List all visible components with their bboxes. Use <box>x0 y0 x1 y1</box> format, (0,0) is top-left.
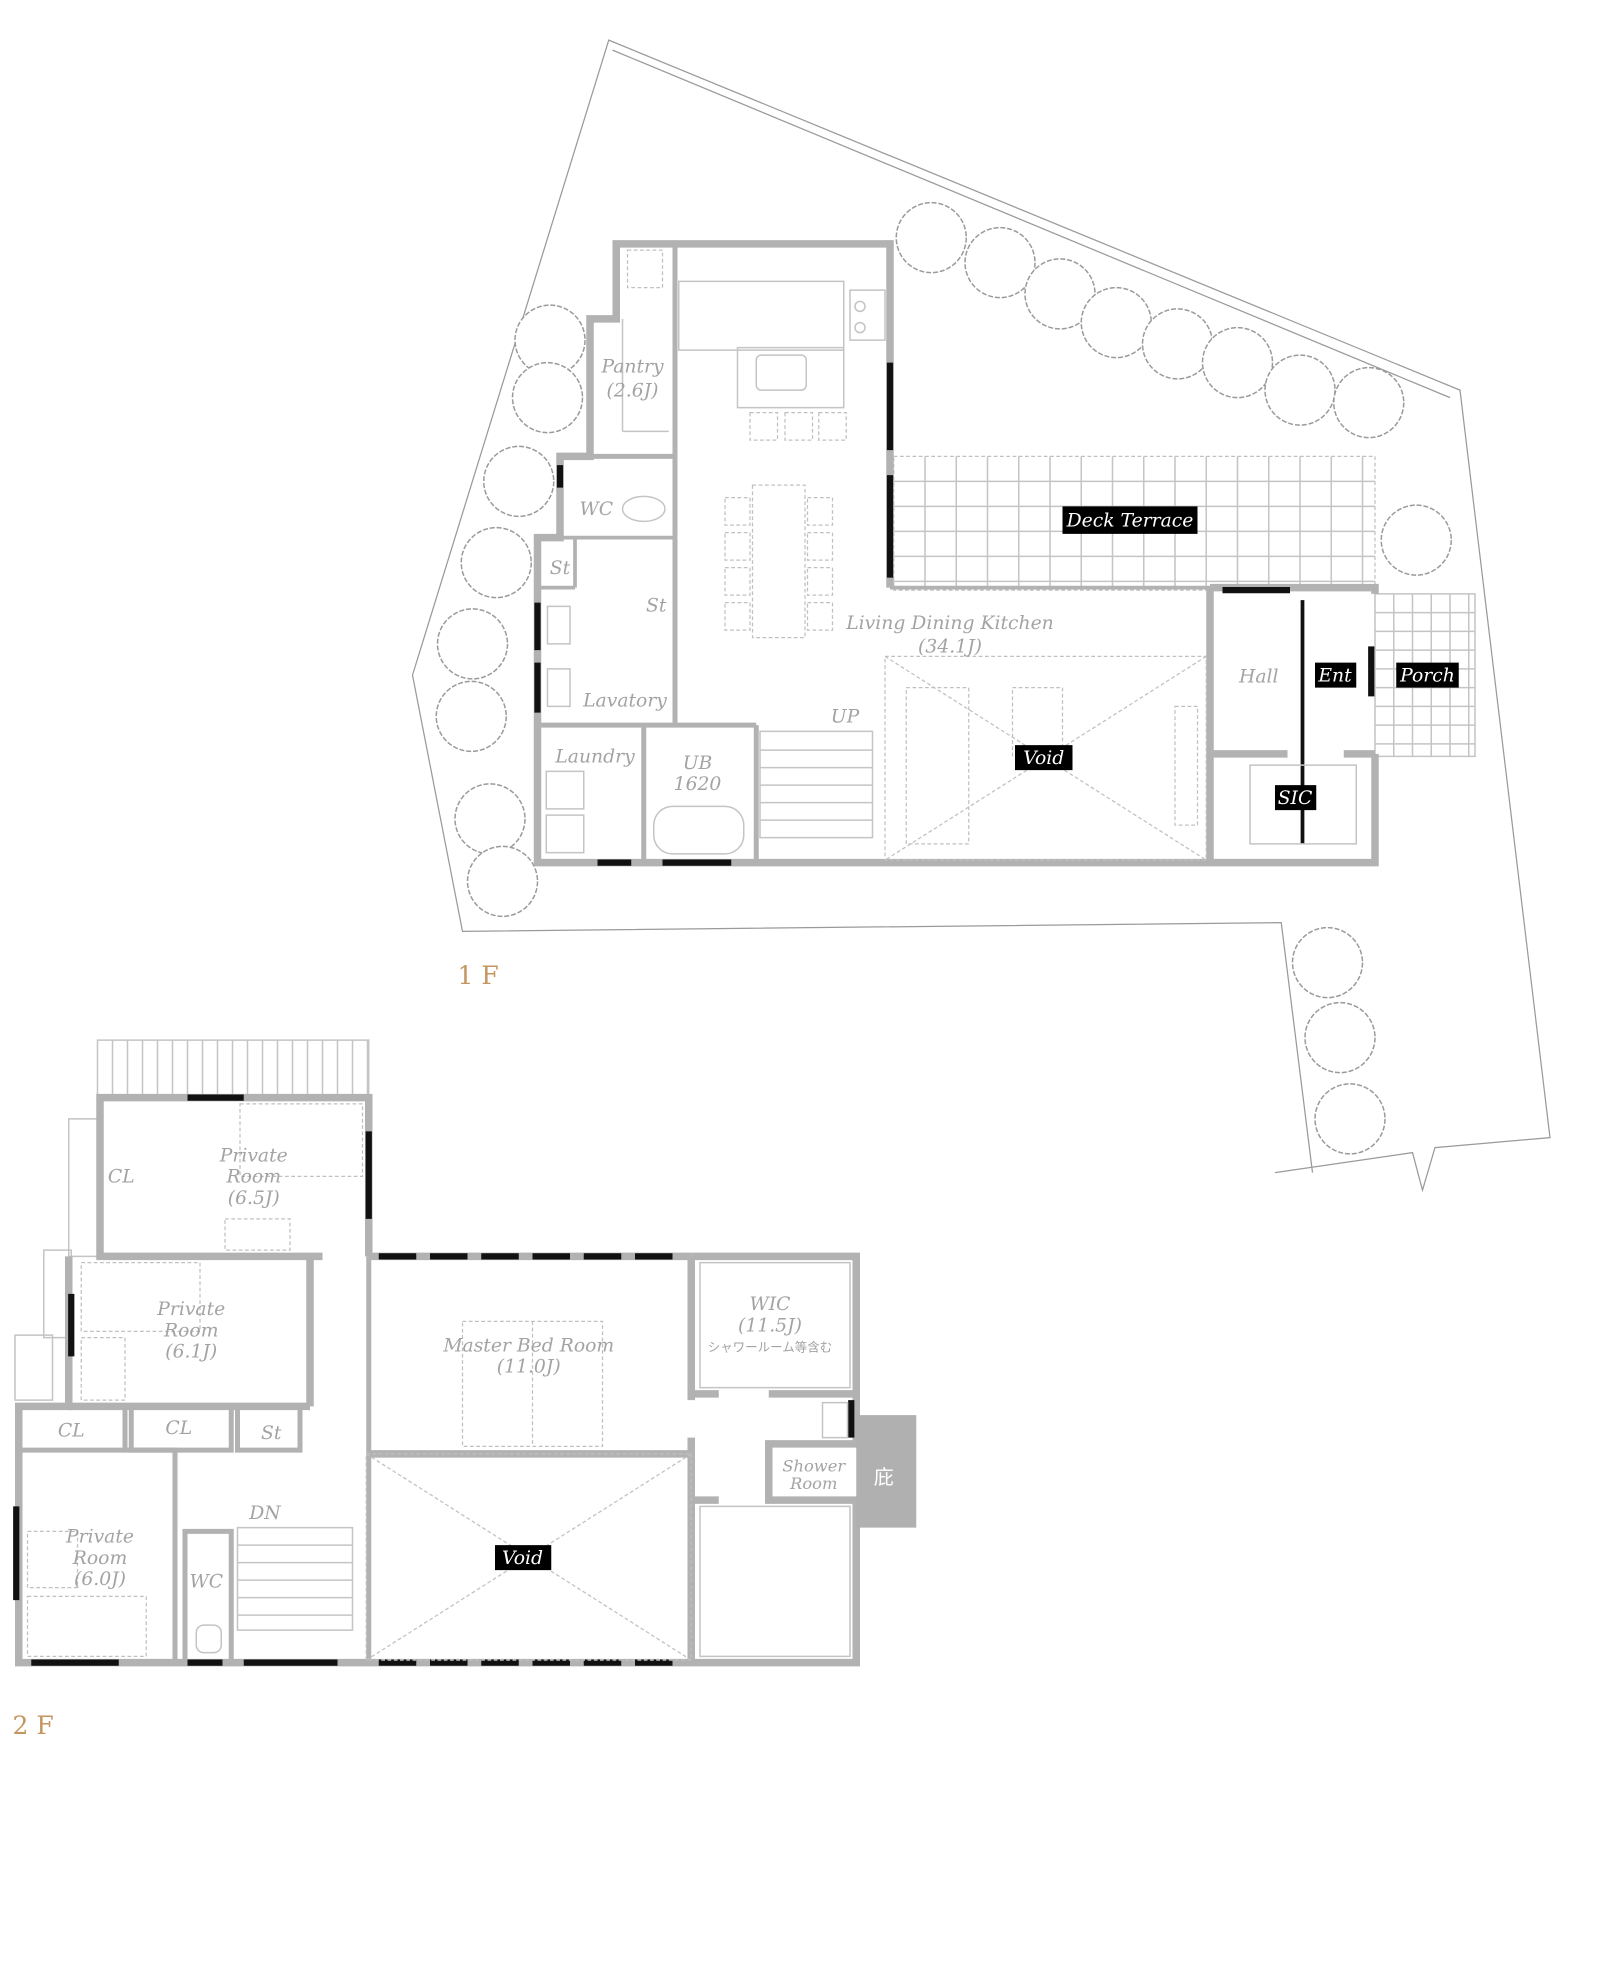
room-label-hall: Hall <box>1238 667 1279 688</box>
room-label-deck-terrace: Deck Terrace <box>1066 510 1194 531</box>
tree-icon <box>1080 286 1152 359</box>
room-label-closet: CL <box>108 1167 135 1188</box>
room-label-shower-room-line2: Room <box>789 1474 837 1493</box>
site-boundary <box>411 39 1551 1193</box>
room-label-closet-3: CL <box>165 1418 192 1439</box>
room-label-storage-2f: St <box>261 1423 282 1444</box>
tree-icon <box>1304 1001 1376 1074</box>
tree-icon <box>1024 258 1096 330</box>
room-label-laundry: Laundry <box>554 747 635 768</box>
room-label-wc: WC <box>579 499 613 520</box>
room-label-void-1f: Void <box>1023 748 1064 769</box>
room-size-ub: 1620 <box>674 774 722 795</box>
stairs-down-label: DN <box>248 1503 281 1524</box>
tree-icon <box>466 845 539 918</box>
tree-icon <box>895 201 967 274</box>
room-label-ldk: Living Dining Kitchen <box>845 613 1054 634</box>
tree-icon <box>964 226 1036 299</box>
tree-icon <box>1314 1083 1386 1155</box>
windows-2f <box>13 1094 855 1666</box>
room-size-master-bed-room: (11.0J) <box>497 1357 561 1378</box>
room-label-wc-2f: WC <box>189 1572 223 1593</box>
floor-label-1f: 1 F <box>458 961 499 990</box>
walls-2f <box>15 1093 860 1667</box>
tree-icon <box>460 526 532 599</box>
room-size-pantry: (2.6J) <box>607 380 659 401</box>
room-size-private-room-61: (6.1J) <box>165 1342 217 1363</box>
stairs-up-label: UP <box>831 707 860 728</box>
tree-icon <box>1380 504 1452 576</box>
labels-1f: Pantry (2.6J) WC St St Lavatory Laundry … <box>458 357 1459 990</box>
room-label-sic: SIC <box>1278 788 1313 809</box>
room-label-lavatory: Lavatory <box>582 690 667 711</box>
tree-icon <box>483 445 555 518</box>
room-size-wic: (11.5J) <box>738 1315 802 1336</box>
floor-label-2f: 2 F <box>13 1711 54 1740</box>
room-label-private-room-61-line1: Private <box>156 1299 225 1320</box>
room-label-private-room-65-line1: Private <box>219 1145 288 1166</box>
tree-icon <box>1291 926 1364 999</box>
room-size-private-room-60: (6.0J) <box>74 1569 126 1590</box>
furniture-2f <box>26 1103 851 1661</box>
stairs-2f <box>236 1526 354 1631</box>
tree-icon <box>454 783 526 855</box>
tree-icon <box>1201 326 1274 399</box>
wic-note: シャワールーム等含む <box>708 1339 833 1354</box>
room-label-storage: St <box>550 558 571 579</box>
tree-icon <box>435 680 507 753</box>
room-label-private-room-60-line1: Private <box>65 1527 134 1548</box>
room-label-storage-2: St <box>646 595 667 616</box>
tree-icon <box>1141 308 1214 380</box>
room-label-void-2f: Void <box>502 1548 543 1569</box>
labels-2f: CL Private Room (6.5J) Private Room (6.1… <box>13 1145 894 1739</box>
room-label-entrance: Ent <box>1317 665 1352 686</box>
windows-1f <box>534 362 1375 866</box>
eaves-label: 庇 <box>874 1465 894 1489</box>
tree-icon <box>1264 354 1336 426</box>
room-label-closet-2: CL <box>58 1420 85 1441</box>
room-label-wic: WIC <box>749 1294 790 1315</box>
room-size-private-room-65: (6.5J) <box>228 1188 280 1209</box>
eaves-block <box>856 1415 917 1528</box>
furniture-1f <box>545 249 1357 861</box>
tree-icon <box>436 608 509 680</box>
room-size-ldk: (34.1J) <box>918 637 982 658</box>
room-label-pantry: Pantry <box>600 357 664 378</box>
room-label-ub: UB <box>683 753 713 774</box>
tree-icon <box>1333 366 1405 439</box>
stairs-1f <box>759 730 874 839</box>
room-label-private-room-65-line2: Room <box>226 1167 281 1188</box>
room-label-shower-room-line1: Shower <box>782 1456 846 1475</box>
room-label-private-room-60-line2: Room <box>72 1548 127 1569</box>
trees <box>435 201 1452 1155</box>
room-label-master-bed-room: Master Bed Room <box>442 1335 614 1356</box>
tree-icon <box>514 304 586 376</box>
room-label-porch: Porch <box>1399 665 1455 686</box>
tree-icon <box>511 361 584 434</box>
room-label-private-room-61-line2: Room <box>163 1320 218 1341</box>
